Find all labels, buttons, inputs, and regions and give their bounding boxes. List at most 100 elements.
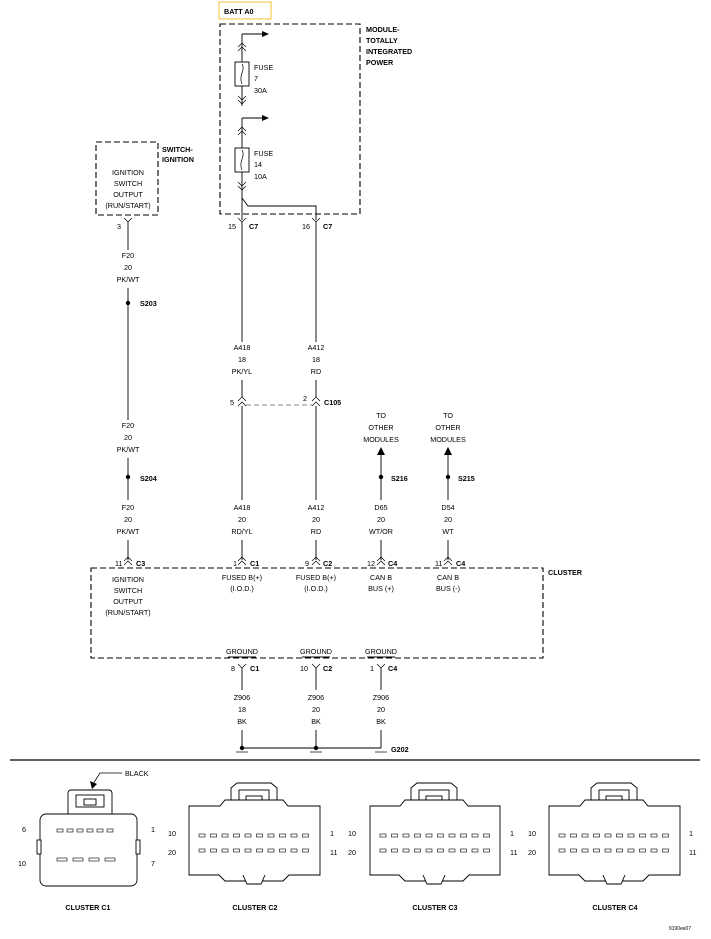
splice-s203-dot — [125, 300, 131, 306]
pin-top-4: 11 — [435, 559, 442, 568]
connector-c4-view: 10 1 20 11 CLUSTER C4 — [528, 782, 696, 912]
c105-chevron-a — [237, 396, 247, 407]
c2-pin-tl: 10 — [168, 829, 176, 838]
switch-pin: 3 — [117, 222, 121, 231]
pin-cavity — [448, 833, 456, 838]
a412-bot-code: A412 — [308, 503, 325, 512]
c7-label-b: C7 — [323, 222, 332, 231]
c7-connector: 15 C7 16 C7 — [228, 222, 332, 231]
c1-pin-br: 7 — [151, 859, 155, 868]
pin-cavity — [414, 848, 421, 853]
ignition-switch: SWITCH- IGNITION IGNITION SWITCH OUTPUT … — [95, 141, 194, 231]
pin-cavity — [233, 833, 240, 838]
pin-cavity — [593, 833, 600, 838]
cluster-canp-b: BUS (+) — [368, 584, 394, 593]
tipm-label-1: MODULE- — [366, 25, 400, 34]
c1-pins — [56, 828, 116, 862]
c1-title: CLUSTER C1 — [65, 903, 110, 912]
pin-cavity — [570, 833, 577, 838]
a412-circuit: A412 18 RD A412 20 RD — [308, 222, 325, 566]
c3-pin-bl: 20 — [348, 848, 356, 857]
pointer-arrow-icon — [90, 781, 97, 789]
c3-body — [369, 799, 501, 882]
pin-cavity — [558, 833, 566, 838]
z906b-color: BK — [311, 717, 321, 726]
splice-s215-dot — [445, 474, 451, 480]
pin-cavity — [483, 848, 490, 853]
c2-title: CLUSTER C2 — [232, 903, 277, 912]
pin-top-3: 12 — [367, 559, 375, 568]
c2-pin-br: 11 — [330, 848, 337, 857]
splice-s216: S216 — [391, 474, 408, 483]
pin-cavity — [593, 848, 600, 853]
batt-label-box — [218, 1, 272, 20]
cluster-box — [90, 567, 544, 659]
cluster-canp-a: CAN B — [370, 573, 392, 582]
cluster-ign-1: IGNITION — [112, 575, 144, 584]
cluster-fused1-b: (I.O.D.) — [230, 584, 254, 593]
fuse14-amps: 10A — [254, 172, 267, 181]
c1-pin-tl: 6 — [22, 825, 26, 834]
pin-cavity — [650, 833, 658, 838]
cluster-top-pins: 11 C3 1 C1 9 C2 12 C4 11 C4 — [115, 559, 465, 568]
cluster-module: CLUSTER IGNITION SWITCH OUTPUT (RUN/STAR… — [90, 567, 583, 659]
pin-cavity — [279, 833, 286, 838]
pin-cavity — [425, 833, 433, 838]
cluster-canm-a: CAN B — [437, 573, 459, 582]
cluster-ground-2: GROUND — [300, 647, 332, 656]
pin-cavity — [402, 848, 410, 853]
c2-pin-bl: 20 — [168, 848, 176, 857]
cluster-fused1-a: FUSED B(+) — [222, 573, 262, 582]
cluster-ground-3: GROUND — [365, 647, 397, 656]
z906b-code: Z906 — [308, 693, 324, 702]
z906a-color: BK — [237, 717, 247, 726]
c1-body — [39, 813, 138, 887]
a412-top-gauge: 18 — [312, 355, 320, 364]
c105-pin-b: 2 — [303, 394, 307, 403]
c7-pin-b: 16 — [302, 222, 310, 231]
pin-cavity — [604, 833, 612, 838]
cluster-ign-4: (RUN/START) — [105, 608, 150, 617]
f20-mid-code: F20 — [122, 421, 134, 430]
to-other-2b: OTHER — [435, 423, 460, 432]
c4-pin-tr: 1 — [689, 829, 693, 838]
f20-top-color: PK/WT — [117, 275, 140, 284]
power-module: BATT A0 MODULE- TOTALLY INTEGRATED POWER… — [218, 1, 412, 223]
to-other-1b: OTHER — [368, 423, 393, 432]
cluster-fused2-a: FUSED B(+) — [296, 573, 336, 582]
pin-cavity — [570, 848, 577, 853]
switch-out-2: SWITCH — [114, 179, 142, 188]
d65-code: D65 — [374, 503, 387, 512]
c7-pin-a: 15 — [228, 222, 236, 231]
c105-chevron-b — [311, 396, 321, 407]
pin-cavity — [437, 848, 444, 853]
batt-label: BATT A0 — [224, 7, 254, 16]
pin-cavity — [414, 833, 421, 838]
d65-color: WT/OR — [369, 527, 393, 536]
pin-cavity — [639, 848, 646, 853]
d54-gauge: 20 — [444, 515, 452, 524]
pin-cavity — [198, 848, 206, 853]
to-other-2a: TO — [443, 411, 453, 420]
pin-cavity — [290, 833, 298, 838]
f20-bot-code: F20 — [122, 503, 134, 512]
pin-cavity — [616, 848, 623, 853]
f20-circuit: F20 20 PK/WT S203 F20 20 PK/WT S204 F20 … — [117, 222, 157, 566]
pin-cavity — [391, 833, 398, 838]
pin-cavity — [290, 848, 298, 853]
pin-cavity — [210, 848, 217, 853]
d54-color: WT — [442, 527, 454, 536]
cluster-ground-1: GROUND — [226, 647, 258, 656]
pin-cavity — [221, 848, 229, 853]
splice-s204: S204 — [140, 474, 157, 483]
cluster-fused2-b: (I.O.D.) — [304, 584, 328, 593]
c3-pin-tr: 1 — [510, 829, 514, 838]
ground-g202: G202 — [391, 745, 409, 754]
f20-bot-gauge: 20 — [124, 515, 132, 524]
pin-cavity — [581, 833, 589, 838]
pin-cavity — [483, 833, 490, 838]
pin-cavity — [581, 848, 589, 853]
pin-bot-0: 8 — [231, 664, 235, 673]
c4-pin-tl: 10 — [528, 829, 536, 838]
